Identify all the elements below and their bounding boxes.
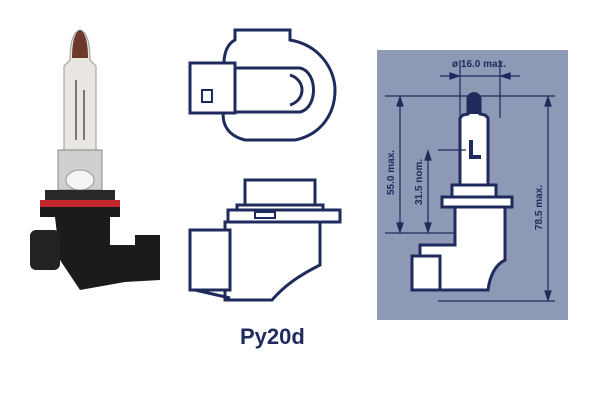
side-view-drawing xyxy=(188,178,342,302)
dimension-panel: ø 16.0 max. 55.0 max. 31.5 nom. 78.5 max… xyxy=(377,50,568,320)
top-view-drawing xyxy=(188,28,337,142)
light-center-dimension: 31.5 nom. xyxy=(414,159,425,205)
base-type-label: Py20d xyxy=(240,324,305,349)
height-dimension: 55.0 max. xyxy=(386,150,397,195)
total-length-dimension: 78.5 max. xyxy=(534,185,545,230)
bulb-photo xyxy=(30,29,160,290)
diameter-dimension: ø 16.0 max. xyxy=(452,59,506,70)
